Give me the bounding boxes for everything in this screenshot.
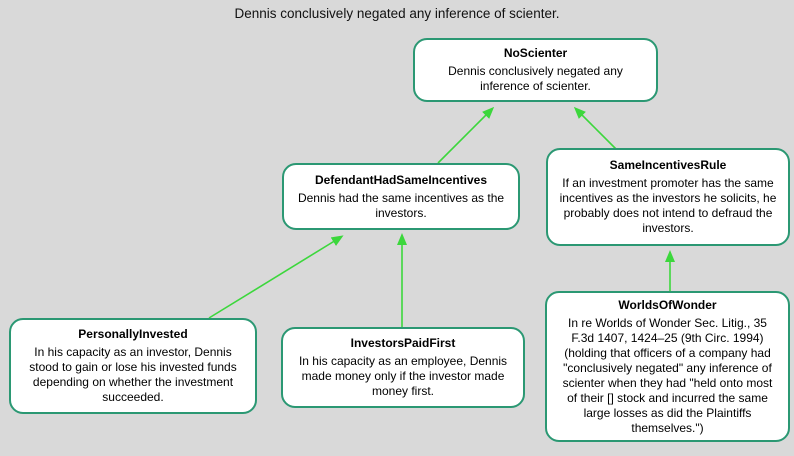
node-defendanthadsameincentives-text: Dennis had the same incentives as the in…: [297, 190, 505, 220]
node-noscienter[interactable]: NoScienter Dennis conclusively negated a…: [413, 38, 658, 102]
node-worldsofwonder-text: In re Worlds of Wonder Sec. Litig., 35 F…: [562, 315, 773, 435]
node-investorspaidfirst-title: InvestorsPaidFirst: [350, 336, 456, 350]
edge-defendanthadsameincentives-to-noscienter: [437, 106, 495, 164]
node-investorspaidfirst-text: In his capacity as an employee, Dennis m…: [298, 354, 508, 398]
node-worldsofwonder[interactable]: WorldsOfWonder In re Worlds of Wonder Se…: [545, 291, 790, 442]
page-title: Dennis conclusively negated any inferenc…: [234, 6, 560, 21]
node-sameincentivesrule[interactable]: SameIncentivesRule If an investment prom…: [546, 148, 790, 246]
node-personallyinvested[interactable]: PersonallyInvested In his capacity as an…: [9, 318, 257, 414]
node-personallyinvested-title: PersonallyInvested: [78, 327, 188, 341]
node-sameincentivesrule-text: If an investment promoter has the same i…: [559, 176, 777, 235]
node-noscienter-text: Dennis conclusively negated any inferenc…: [448, 64, 623, 93]
node-defendanthadsameincentives-title: DefendantHadSameIncentives: [314, 172, 488, 187]
node-noscienter-title: NoScienter: [503, 46, 568, 60]
node-sameincentivesrule-title: SameIncentivesRule: [609, 158, 727, 172]
edge-personallyinvested-to-defendanthadsameincentives: [208, 235, 344, 319]
node-investorspaidfirst[interactable]: InvestorsPaidFirst In his capacity as an…: [281, 327, 525, 408]
node-personallyinvested-text: In his capacity as an investor, Dennis s…: [29, 345, 237, 404]
edge-sameincentivesrule-to-noscienter: [573, 106, 619, 152]
node-defendanthadsameincentives[interactable]: DefendantHadSameIncentives Dennis had th…: [282, 163, 520, 230]
node-worldsofwonder-title: WorldsOfWonder: [618, 297, 717, 312]
